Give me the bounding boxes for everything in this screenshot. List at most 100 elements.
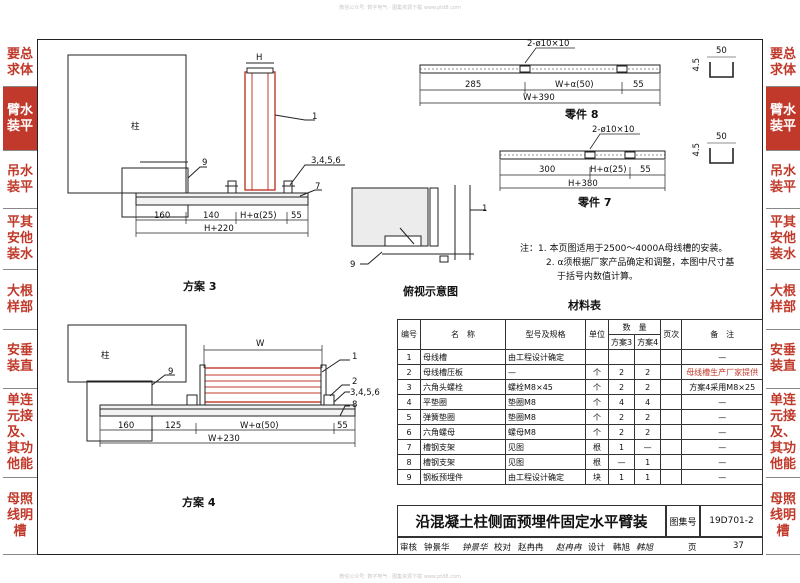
cell-q4: 2: [634, 364, 662, 380]
side-tab-5[interactable]: 大根样部: [3, 270, 37, 330]
check-label: 校对: [494, 543, 512, 553]
side-tab-text: 求体: [6, 62, 33, 78]
cell-remark: —: [681, 349, 764, 365]
side-tab-8[interactable]: 母照线明槽: [3, 478, 37, 555]
cell-page: [660, 379, 683, 395]
scheme3-callout-9: 9: [202, 158, 208, 168]
scheme4-dim-125: 125: [165, 421, 182, 431]
scheme4-dim-160: 160: [118, 421, 135, 431]
cell-no: 4: [397, 394, 421, 410]
cell-no: 7: [397, 439, 421, 455]
side-tab-text: 母照: [6, 492, 33, 507]
header-unit: 单位: [585, 319, 609, 350]
part8-dim-total: W+390: [523, 93, 555, 103]
side-tab-7[interactable]: 单连元接及、其功他能: [3, 389, 37, 478]
side-tab-text: 及、: [769, 425, 796, 440]
cell-q4: 2: [634, 424, 662, 440]
cell-spec: 垫圈M8: [505, 409, 586, 425]
cell-name: 钢板预埋件: [420, 469, 506, 485]
cell-q3: 4: [607, 394, 636, 410]
scheme4-dim-w-alpha: W+α(50): [240, 421, 279, 431]
cell-page: [660, 349, 683, 365]
cell-spec: 由工程设计确定: [505, 469, 586, 485]
side-tab-8[interactable]: 母照线明槽: [766, 478, 800, 555]
side-tab-text: 吊水: [6, 163, 33, 179]
side-tab-text: 装平: [769, 118, 796, 134]
cell-spec: —: [505, 364, 586, 380]
cell-q4: 1: [634, 454, 662, 470]
part8-dim-w-alpha: W+α(50): [555, 80, 594, 90]
side-tab-text: 安他: [769, 231, 796, 246]
scheme3-dim-total: H+220: [204, 224, 234, 234]
side-tab-text: 大根: [6, 283, 33, 299]
cell-unit: 根: [585, 439, 609, 455]
part8-drawing: [419, 47, 736, 106]
part8-title: 零件 8: [565, 108, 599, 121]
scheme3-dim-140: 140: [203, 211, 220, 221]
side-tab-3[interactable]: 吊水装平: [766, 151, 800, 209]
side-tab-text: 槽: [13, 524, 27, 539]
note-1: 注：1. 本页图适用于2500～4000A母线槽的安装。: [520, 244, 728, 254]
cell-name: 母线槽: [420, 349, 506, 365]
scheme4-callout-3456: 3,4,5,6: [350, 388, 380, 398]
scheme3-title: 方案 3: [183, 280, 217, 293]
materials-title: 材料表: [568, 299, 601, 312]
cell-q3: 2: [607, 409, 636, 425]
cell-unit: 块: [585, 469, 609, 485]
scheme3-column-label: 柱: [131, 122, 140, 132]
scheme3-dim-h-alpha: H+α(25): [240, 211, 277, 221]
side-tab-4[interactable]: 平其安他装水: [766, 209, 800, 270]
side-tab-1[interactable]: 要总求体: [766, 39, 800, 87]
cell-remark: —: [681, 424, 764, 440]
side-tab-text: 他能: [769, 457, 796, 472]
side-tab-text: 单连: [769, 393, 796, 408]
scheme3-callout-1: 1: [312, 112, 318, 122]
side-tab-text: 槽: [776, 524, 790, 539]
part7-section-50: 50: [716, 132, 727, 142]
side-tab-text: 平其: [6, 215, 33, 230]
page-label: 页: [688, 543, 697, 553]
side-tab-3[interactable]: 吊水装平: [3, 151, 37, 209]
side-tab-4[interactable]: 平其安他装水: [3, 209, 37, 270]
side-tab-2[interactable]: 臂水装平: [766, 87, 800, 151]
cell-unit: [585, 349, 609, 365]
cell-no: 1: [397, 349, 421, 365]
watermark-top: 微信公众号: 数字电气 · 图集资源下载 www.ptd8.com: [339, 5, 461, 11]
side-tab-7[interactable]: 单连元接及、其功他能: [766, 389, 800, 478]
side-tab-text: 臂水: [769, 102, 796, 118]
side-tab-5[interactable]: 大根样部: [766, 270, 800, 330]
top-view-title: 俯视示意图: [403, 285, 458, 298]
design-name: 韩旭: [613, 543, 631, 553]
header-qty4: 方案4: [634, 334, 662, 350]
cell-unit: 根: [585, 454, 609, 470]
cell-unit: 个: [585, 364, 609, 380]
title-block: 沿混凝土柱侧面预埋件固定水平臂装 图集号 19D701-2 审核 钟景华 钟景华…: [397, 505, 763, 555]
cell-no: 6: [397, 424, 421, 440]
atlas-label: 图集号: [666, 505, 700, 537]
scheme4-callout-9: 9: [168, 367, 174, 377]
side-tab-text: 装平: [6, 179, 33, 195]
side-tab-1[interactable]: 要总求体: [3, 39, 37, 87]
header-remark: 备 注: [681, 319, 764, 350]
materials-header-row: 编号 名 称 型号及规格 单位 数 量 页次 备 注: [397, 319, 764, 350]
part8-dim-55: 55: [633, 80, 644, 90]
side-tab-text: 装水: [769, 247, 796, 262]
cell-remark: 方案4采用M8×25: [681, 379, 764, 395]
side-tab-text: 及、: [6, 425, 33, 440]
cell-no: 2: [397, 364, 421, 380]
side-tab-6[interactable]: 安垂装直: [3, 330, 37, 389]
part7-title: 零件 7: [578, 196, 612, 209]
design-signature: 韩旭: [636, 543, 654, 553]
cell-name: 槽钢支架: [420, 439, 506, 455]
cell-q4: 2: [634, 379, 662, 395]
side-tab-2[interactable]: 臂水装平: [3, 87, 37, 151]
cell-page: [660, 424, 683, 440]
part7-drawing: [499, 133, 736, 191]
cell-page: [660, 439, 683, 455]
side-tab-text: 线明: [6, 508, 33, 523]
side-tab-6[interactable]: 安垂装直: [766, 330, 800, 389]
